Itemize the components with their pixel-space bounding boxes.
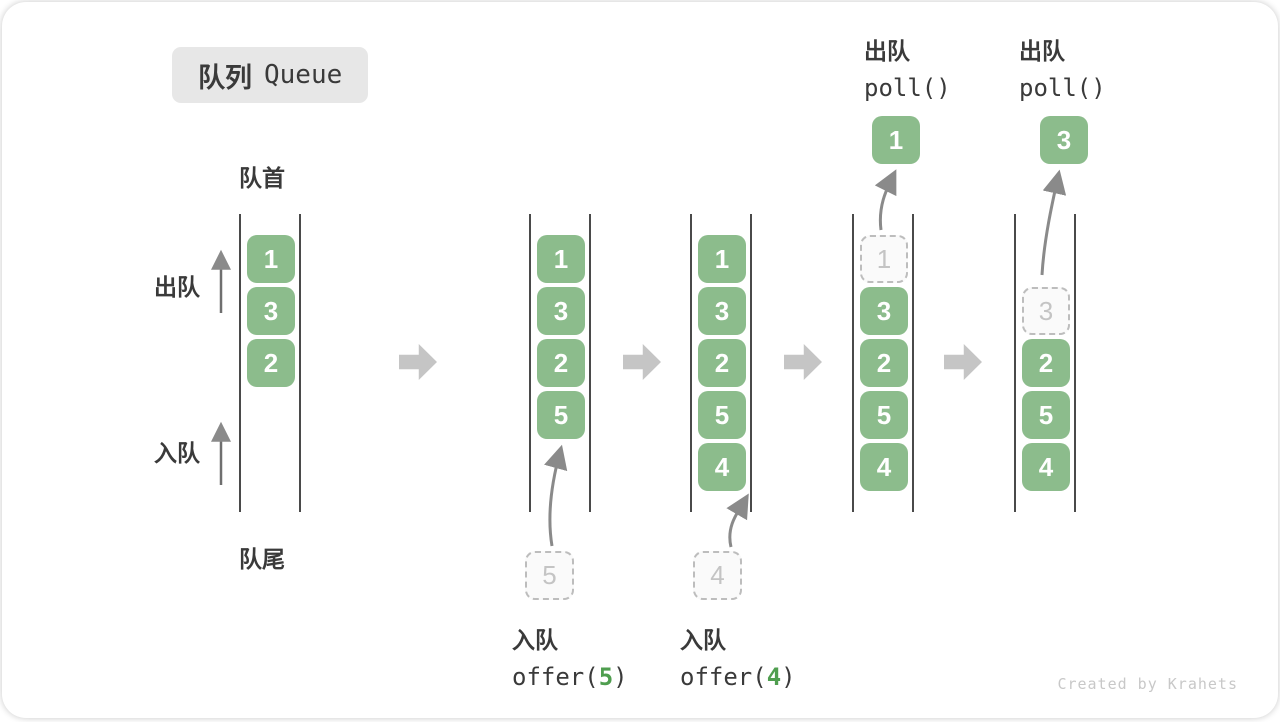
title-zh: 队列 [198, 62, 252, 93]
queue-cell: 3 [698, 287, 746, 335]
queue-cell: 2 [860, 339, 908, 387]
polled-cell-3: 3 [1040, 116, 1088, 164]
offer-5-note: 入队 offer(5) [512, 621, 628, 691]
poll-1-code: poll() [864, 74, 951, 102]
queue-cell: 5 [698, 391, 746, 439]
offer-4-label: 入队 [680, 627, 726, 653]
queue-cell: 5 [860, 391, 908, 439]
queue-cell: 1 [698, 235, 746, 283]
poll-3-label: 出队 [1019, 38, 1065, 64]
queue-cell: 5 [537, 391, 585, 439]
credit-text: Created by Krahets [1057, 675, 1238, 693]
queue-cell: 4 [698, 443, 746, 491]
queue-cell-ghost: 3 [1022, 287, 1070, 335]
offer-5-label: 入队 [512, 627, 558, 653]
queue-cell-ghost: 1 [860, 235, 908, 283]
queue-cell: 2 [698, 339, 746, 387]
title-en: Queue [264, 60, 343, 90]
step-arrow-3 [784, 344, 822, 380]
queue-cell: 2 [537, 339, 585, 387]
incoming-cell-5: 5 [525, 551, 574, 600]
queue-cell: 3 [247, 287, 295, 335]
queue-cell: 3 [537, 287, 585, 335]
offer-4-note: 入队 offer(4) [680, 621, 796, 691]
queue-cell: 3 [860, 287, 908, 335]
poll-3-code: poll() [1019, 74, 1106, 102]
title-badge: 队列 Queue [172, 47, 369, 103]
offer-5-code: offer(5) [512, 663, 628, 691]
label-enqueue: 入队 [154, 440, 200, 466]
step-arrow-2 [623, 344, 661, 380]
label-queue-head: 队首 [239, 165, 285, 191]
queue-cell: 1 [537, 235, 585, 283]
step-arrow-1 [399, 344, 437, 380]
queue-cell: 4 [1022, 443, 1070, 491]
label-dequeue: 出队 [154, 274, 200, 300]
queue-cell: 2 [247, 339, 295, 387]
step-arrow-4 [944, 344, 982, 380]
incoming-cell-4: 4 [693, 551, 742, 600]
polled-cell-1: 1 [872, 116, 920, 164]
queue-cell: 5 [1022, 391, 1070, 439]
offer-4-code: offer(4) [680, 663, 796, 691]
poll-3-note: 出队 poll() [1019, 32, 1106, 102]
label-queue-tail: 队尾 [239, 546, 285, 572]
queue-cell: 4 [860, 443, 908, 491]
queue-cell: 1 [247, 235, 295, 283]
poll-1-label: 出队 [864, 38, 910, 64]
poll-1-note: 出队 poll() [864, 32, 951, 102]
queue-cell: 2 [1022, 339, 1070, 387]
